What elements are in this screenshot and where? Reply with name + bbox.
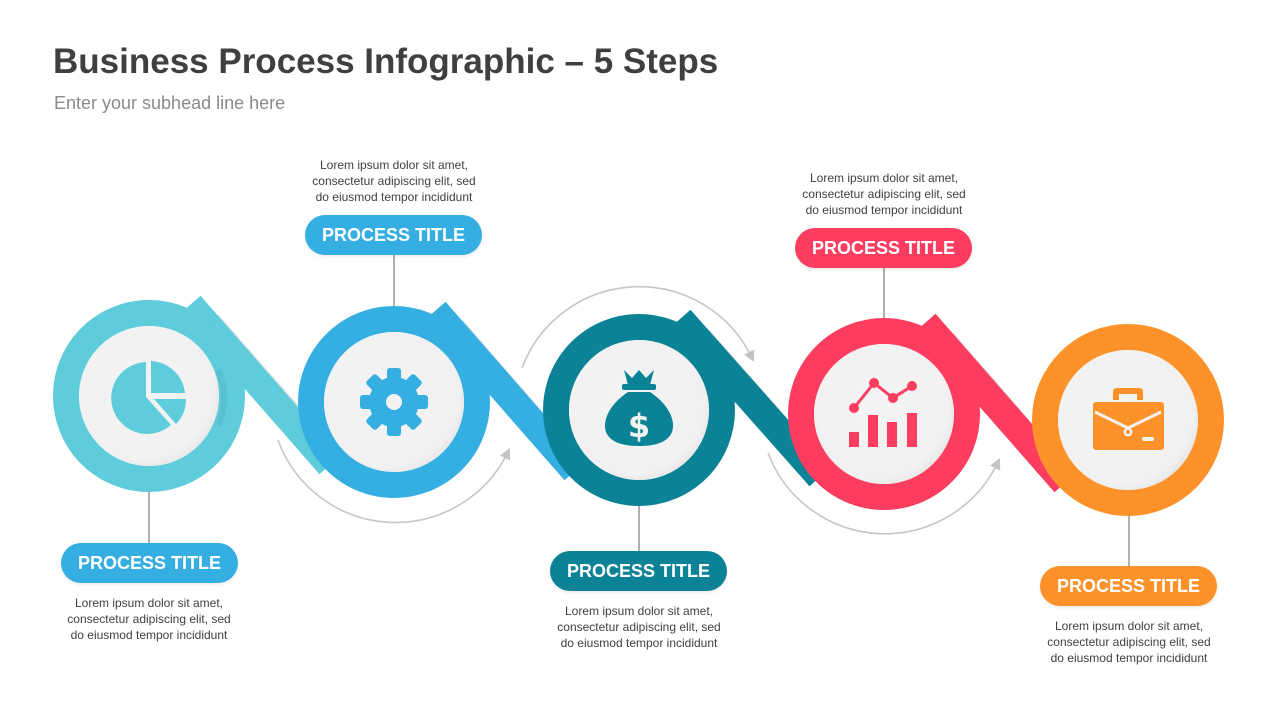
- svg-text:$: $: [628, 407, 650, 445]
- gear-icon: [360, 368, 428, 436]
- page-title: Business Process Infographic – 5 Steps: [53, 42, 719, 81]
- step-5-node: [1032, 324, 1224, 516]
- flow-arrow-3-4: [767, 452, 1001, 535]
- step-1-title-pill: PROCESS TITLE: [61, 543, 238, 583]
- page-subhead: Enter your subhead line here: [54, 93, 286, 113]
- pie-chart-icon: [111, 361, 187, 434]
- step-2-description: Lorem ipsum dolor sit amet, consectetur …: [312, 158, 476, 204]
- money-bag-icon: $: [604, 370, 674, 446]
- step-5-description: Lorem ipsum dolor sit amet, consectetur …: [1047, 619, 1211, 665]
- step-5-title: PROCESS TITLE: [1056, 575, 1200, 596]
- step-2-node: [298, 306, 490, 498]
- step-4-node: [788, 318, 980, 510]
- step-1-title: PROCESS TITLE: [77, 552, 221, 573]
- connector-lines: [148, 255, 1130, 566]
- flow-arrows: [277, 285, 1001, 535]
- step-4-title-pill: PROCESS TITLE: [795, 228, 972, 268]
- step-4-title: PROCESS TITLE: [811, 237, 955, 258]
- step-1-node: [53, 300, 245, 492]
- step-4-description: Lorem ipsum dolor sit amet, consectetur …: [802, 171, 966, 217]
- analytics-chart-icon: [849, 378, 917, 447]
- step-3-description: Lorem ipsum dolor sit amet, consectetur …: [557, 604, 721, 650]
- step-3-node: $: [543, 314, 735, 506]
- step-3-title: PROCESS TITLE: [566, 560, 710, 581]
- flow-arrow-2-3: [521, 285, 755, 369]
- step-5-title-pill: PROCESS TITLE: [1040, 566, 1217, 606]
- briefcase-icon: [1093, 388, 1164, 450]
- flow-arrow-1-2: [277, 439, 511, 524]
- step-2-title: PROCESS TITLE: [321, 224, 465, 245]
- step-3-title-pill: PROCESS TITLE: [550, 551, 727, 591]
- step-1-description: Lorem ipsum dolor sit amet, consectetur …: [67, 596, 231, 642]
- step-2-title-pill: PROCESS TITLE: [305, 215, 482, 255]
